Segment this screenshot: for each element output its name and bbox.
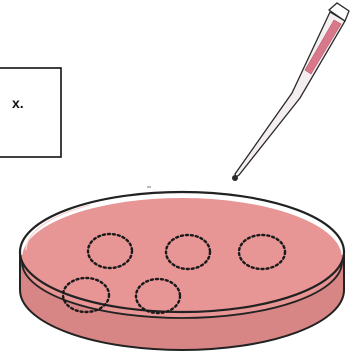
text-box: x. bbox=[0, 68, 61, 157]
text-box-border bbox=[0, 68, 61, 157]
text-box-label: x. bbox=[12, 95, 24, 111]
pipette-icon bbox=[232, 3, 349, 181]
petri-dish bbox=[20, 192, 344, 350]
pipette-droplet bbox=[232, 175, 238, 181]
petri-dish-medium bbox=[22, 198, 342, 318]
